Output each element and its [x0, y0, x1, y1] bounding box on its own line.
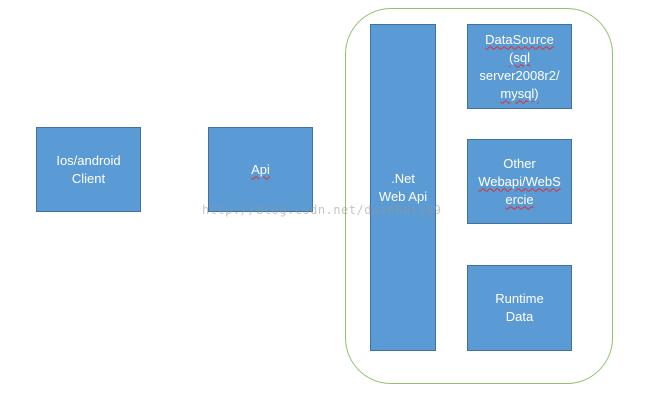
dotnet-line1: .Net	[391, 170, 415, 186]
datasource-line4: mysql)	[500, 85, 539, 101]
api-box: Api	[208, 127, 313, 212]
runtime-line2: Data	[505, 309, 534, 324]
server-group-container	[345, 8, 613, 384]
other-line2: Webapi/WebS	[478, 173, 561, 189]
watermark-url: http://blog.csdn.net/duanhai189	[202, 203, 442, 217]
datasource-line1: DataSource	[485, 31, 554, 47]
other-line3: ercie	[505, 191, 534, 207]
runtime-data-label: Runtime Data	[495, 290, 543, 326]
dotnet-web-api-box: .Net Web Api	[370, 24, 436, 351]
dotnet-web-api-label: .Net Web Api	[379, 170, 427, 206]
runtime-data-box: Runtime Data	[467, 265, 572, 351]
dotnet-line2: Web Api	[378, 188, 428, 204]
client-line1: Ios/android	[56, 152, 121, 168]
datasource-box: DataSource (sql server2008r2/ mysql)	[467, 24, 572, 109]
api-label: Api	[251, 161, 270, 177]
other-line1: Other	[503, 155, 536, 171]
datasource-line2: (sql	[509, 49, 530, 65]
runtime-line1: Runtime	[495, 291, 544, 306]
client-line2: Client	[71, 170, 106, 186]
other-webapi-box: Other Webapi/WebS ercie	[467, 139, 572, 224]
datasource-line3: server2008r2/	[479, 67, 560, 83]
client-box-label: Ios/android Client	[56, 152, 120, 188]
ios-android-client-box: Ios/android Client	[36, 127, 141, 212]
datasource-label: DataSource (sql server2008r2/ mysql)	[479, 31, 559, 103]
other-webapi-label: Other Webapi/WebS ercie	[478, 155, 561, 209]
